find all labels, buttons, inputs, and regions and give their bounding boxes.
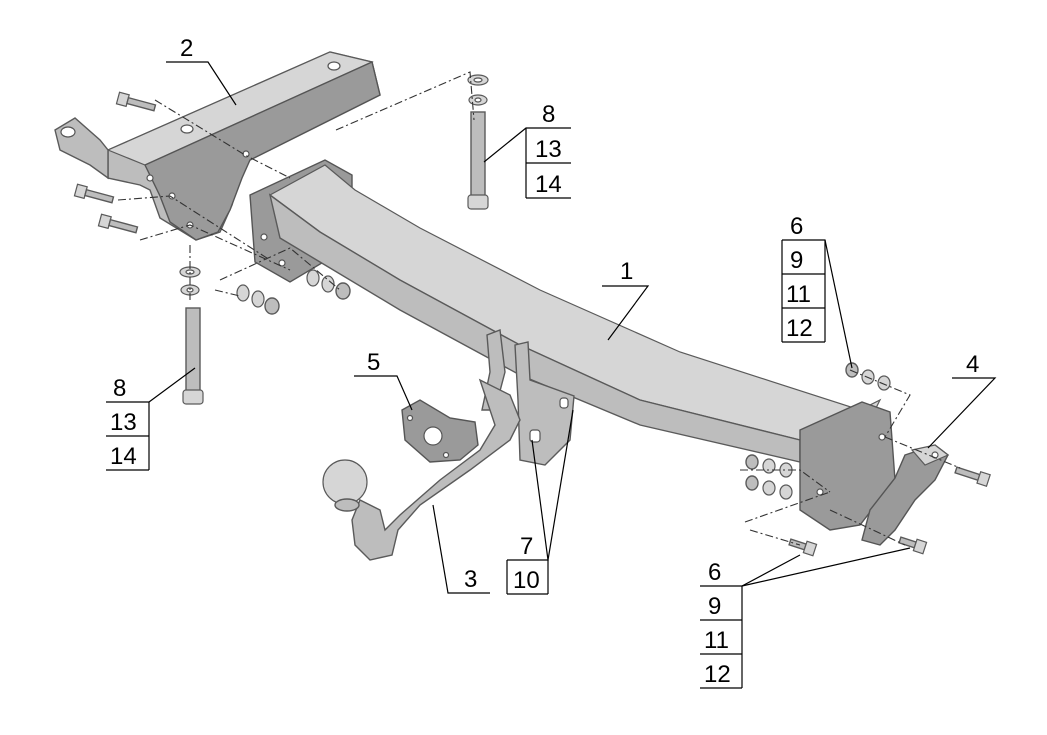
hardware-right-lower — [745, 454, 793, 500]
part-5-socket-bracket — [401, 399, 479, 463]
bolts-right — [788, 466, 991, 557]
part-4-right-bracket — [861, 444, 950, 546]
callout-5: 5 — [367, 349, 380, 376]
callout-3: 3 — [464, 566, 477, 593]
part-1-crossbeam — [249, 159, 896, 531]
hardware-left-lower — [236, 284, 280, 315]
callout-13-left: 13 — [110, 409, 137, 436]
part-2-bracket — [54, 51, 381, 241]
callout-12-bottom: 12 — [704, 661, 731, 688]
callout-13-top: 13 — [535, 136, 562, 163]
callout-9-top: 9 — [790, 247, 803, 274]
callout-11-bottom: 11 — [704, 627, 729, 654]
callout-7: 7 — [520, 533, 533, 560]
assembly-lines — [117, 71, 961, 546]
callout-14-left: 14 — [110, 443, 137, 470]
long-bolt-left — [179, 266, 204, 405]
callout-labels: 1 2 3 4 5 8 13 14 6 9 11 12 8 13 14 7 10… — [110, 35, 979, 688]
callout-12-top: 12 — [786, 315, 813, 342]
callout-boxes — [106, 128, 826, 689]
callout-10: 10 — [513, 567, 540, 594]
bracket-bolts — [73, 91, 157, 234]
callout-4: 4 — [966, 351, 979, 378]
callout-9-bottom: 9 — [708, 593, 721, 620]
callout-14-top: 14 — [535, 171, 562, 198]
callout-1: 1 — [620, 258, 633, 285]
hardware-left-upper — [306, 269, 351, 300]
callout-8-left: 8 — [113, 375, 126, 402]
callout-6-bottom: 6 — [708, 559, 721, 586]
callout-11-top: 11 — [786, 281, 811, 308]
callout-6-top: 6 — [790, 213, 803, 240]
callout-2: 2 — [180, 35, 193, 62]
part-3-towball — [322, 378, 521, 561]
hardware-right-upper — [845, 362, 891, 391]
long-bolt-top — [467, 74, 489, 210]
callout-8-top: 8 — [542, 101, 555, 128]
